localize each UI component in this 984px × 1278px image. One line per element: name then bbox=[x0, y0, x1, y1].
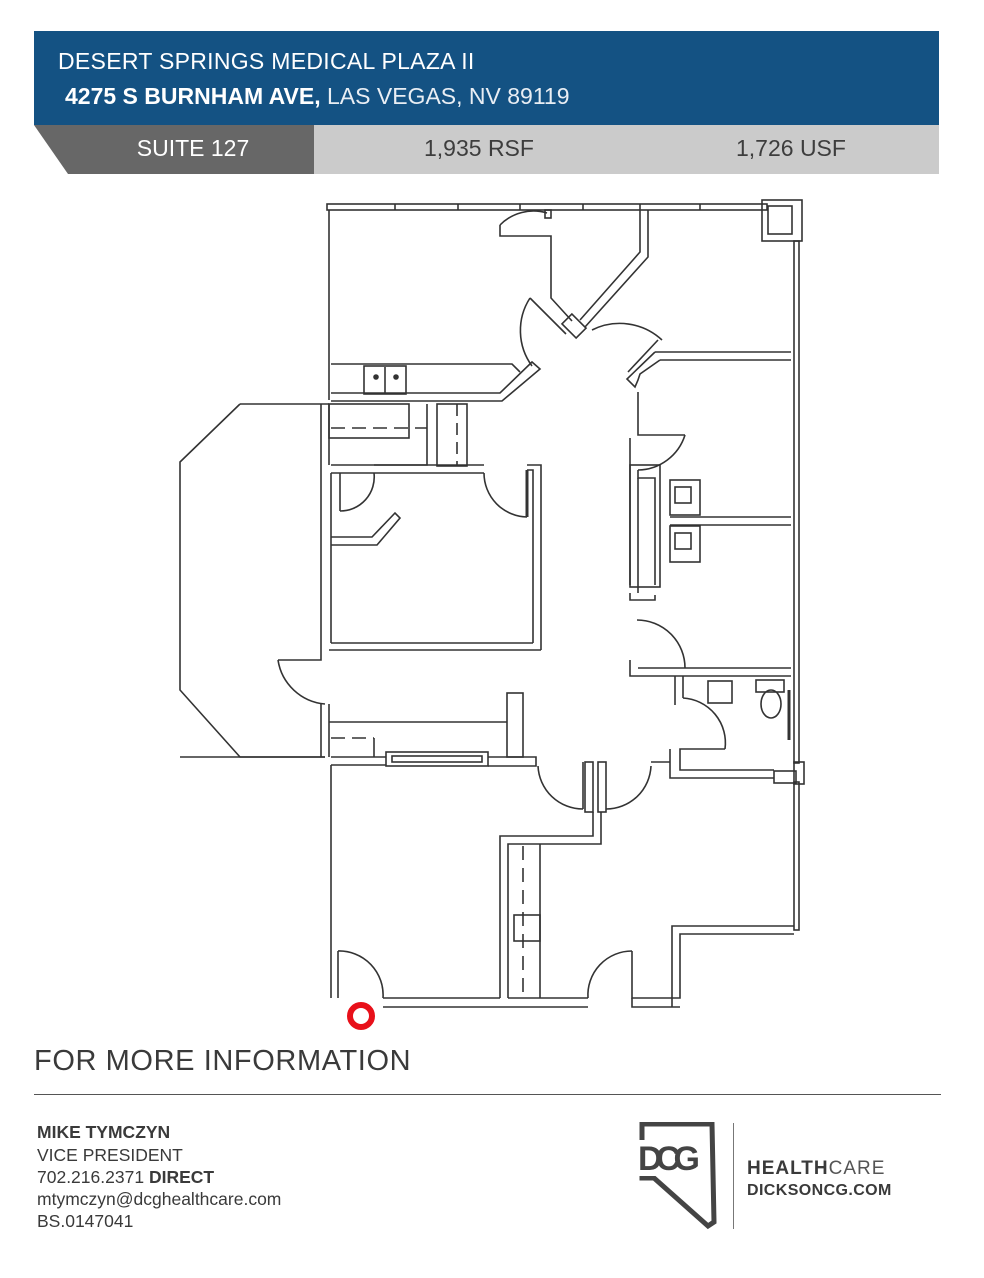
suite-badge: SUITE 127 bbox=[34, 125, 314, 174]
phone-number[interactable]: 702.216.2371 bbox=[37, 1167, 145, 1187]
brand-website[interactable]: DICKSONCG.COM bbox=[747, 1182, 892, 1199]
brand-health: HEALTH bbox=[747, 1158, 829, 1179]
svg-text:DCG: DCG bbox=[638, 1140, 700, 1178]
suite-info-bar: SUITE 127 1,935 RSF 1,726 USF bbox=[34, 125, 939, 174]
license-number: BS.0147041 bbox=[37, 1211, 134, 1231]
suite-number: SUITE 127 bbox=[136, 135, 250, 161]
contact-title: VICE PRESIDENT bbox=[37, 1145, 183, 1165]
property-name: DESERT SPRINGS MEDICAL PLAZA II bbox=[58, 48, 475, 74]
floor-plan bbox=[179, 199, 805, 1030]
property-address: 4275 S BURNHAM AVE, LAS VEGAS, NV 89119 bbox=[65, 83, 570, 110]
contact-email[interactable]: mtymczyn@dcghealthcare.com bbox=[37, 1189, 282, 1209]
brand-care: CARE bbox=[828, 1158, 886, 1179]
dcg-logo-icon: DCG bbox=[636, 1122, 717, 1230]
entrance-marker-icon bbox=[347, 1002, 375, 1030]
property-header: DESERT SPRINGS MEDICAL PLAZA II 4275 S B… bbox=[34, 31, 939, 125]
brand-healthcare: HEALTHCARE bbox=[747, 1158, 885, 1180]
usable-square-feet: 1,726 USF bbox=[736, 135, 846, 161]
divider bbox=[34, 1094, 941, 1095]
contact-name: MIKE TYMCZYN bbox=[37, 1122, 171, 1142]
phone-label: DIRECT bbox=[148, 1167, 215, 1187]
more-info-heading: FOR MORE INFORMATION bbox=[34, 1045, 412, 1077]
city-state-zip: LAS VEGAS, NV 89119 bbox=[327, 83, 570, 109]
area-info: 1,935 RSF 1,726 USF bbox=[314, 125, 939, 174]
logo-divider bbox=[733, 1123, 734, 1229]
contact-phone[interactable]: 702.216.2371 DIRECT bbox=[37, 1166, 214, 1188]
rentable-square-feet: 1,935 RSF bbox=[424, 135, 534, 161]
street-address: 4275 S BURNHAM AVE, bbox=[65, 83, 321, 109]
